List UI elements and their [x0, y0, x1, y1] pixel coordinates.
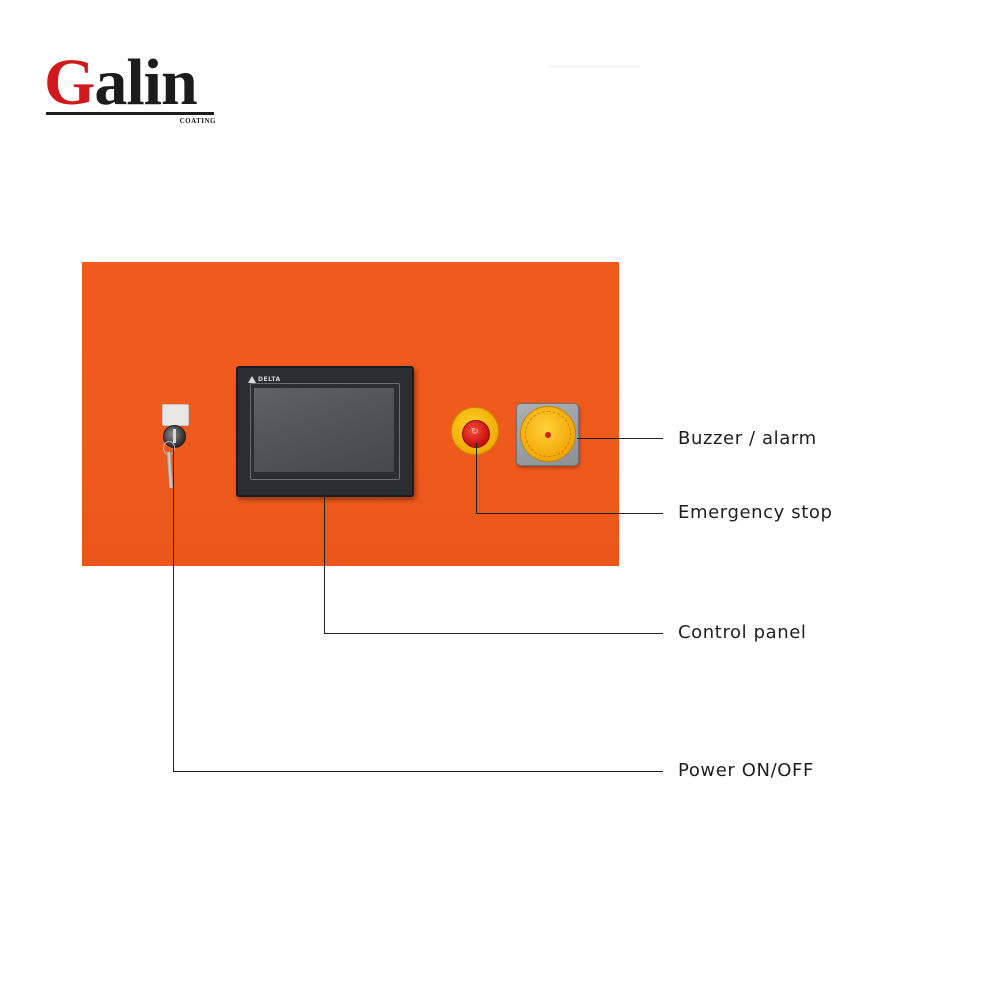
hmi-screen[interactable]	[254, 388, 394, 472]
leader-hmi-vertical	[324, 493, 325, 633]
galin-logo: Galin COATING	[44, 50, 219, 130]
faint-divider	[548, 66, 640, 67]
buzzer-center-dot	[545, 432, 551, 438]
logo-rest: alin	[94, 46, 197, 119]
twist-arrow-icon: ↻	[471, 427, 479, 437]
label-buzzer-alarm: Buzzer / alarm	[678, 428, 817, 449]
leader-buzzer	[577, 438, 663, 439]
logo-first-letter: G	[44, 46, 95, 119]
logo-subtitle: COATING	[179, 117, 216, 125]
logo-wordmark: Galin	[44, 50, 198, 116]
leader-estop-horizontal	[476, 513, 663, 514]
hmi-screen-frame	[250, 383, 400, 480]
label-power-on-off: Power ON/OFF	[678, 760, 814, 781]
hmi-brand-text: DELTA	[258, 376, 281, 383]
label-control-panel: Control panel	[678, 622, 807, 643]
buzzer-icon	[520, 406, 576, 462]
label-emergency-stop: Emergency stop	[678, 502, 833, 523]
hmi-brand-logo-icon	[248, 376, 256, 383]
leader-power-vertical	[173, 446, 174, 771]
key-switch-plate	[162, 404, 189, 426]
leader-estop-vertical	[476, 443, 477, 513]
leader-hmi-horizontal	[324, 633, 663, 634]
leader-power-horizontal	[173, 771, 663, 772]
logo-underline	[46, 112, 214, 115]
